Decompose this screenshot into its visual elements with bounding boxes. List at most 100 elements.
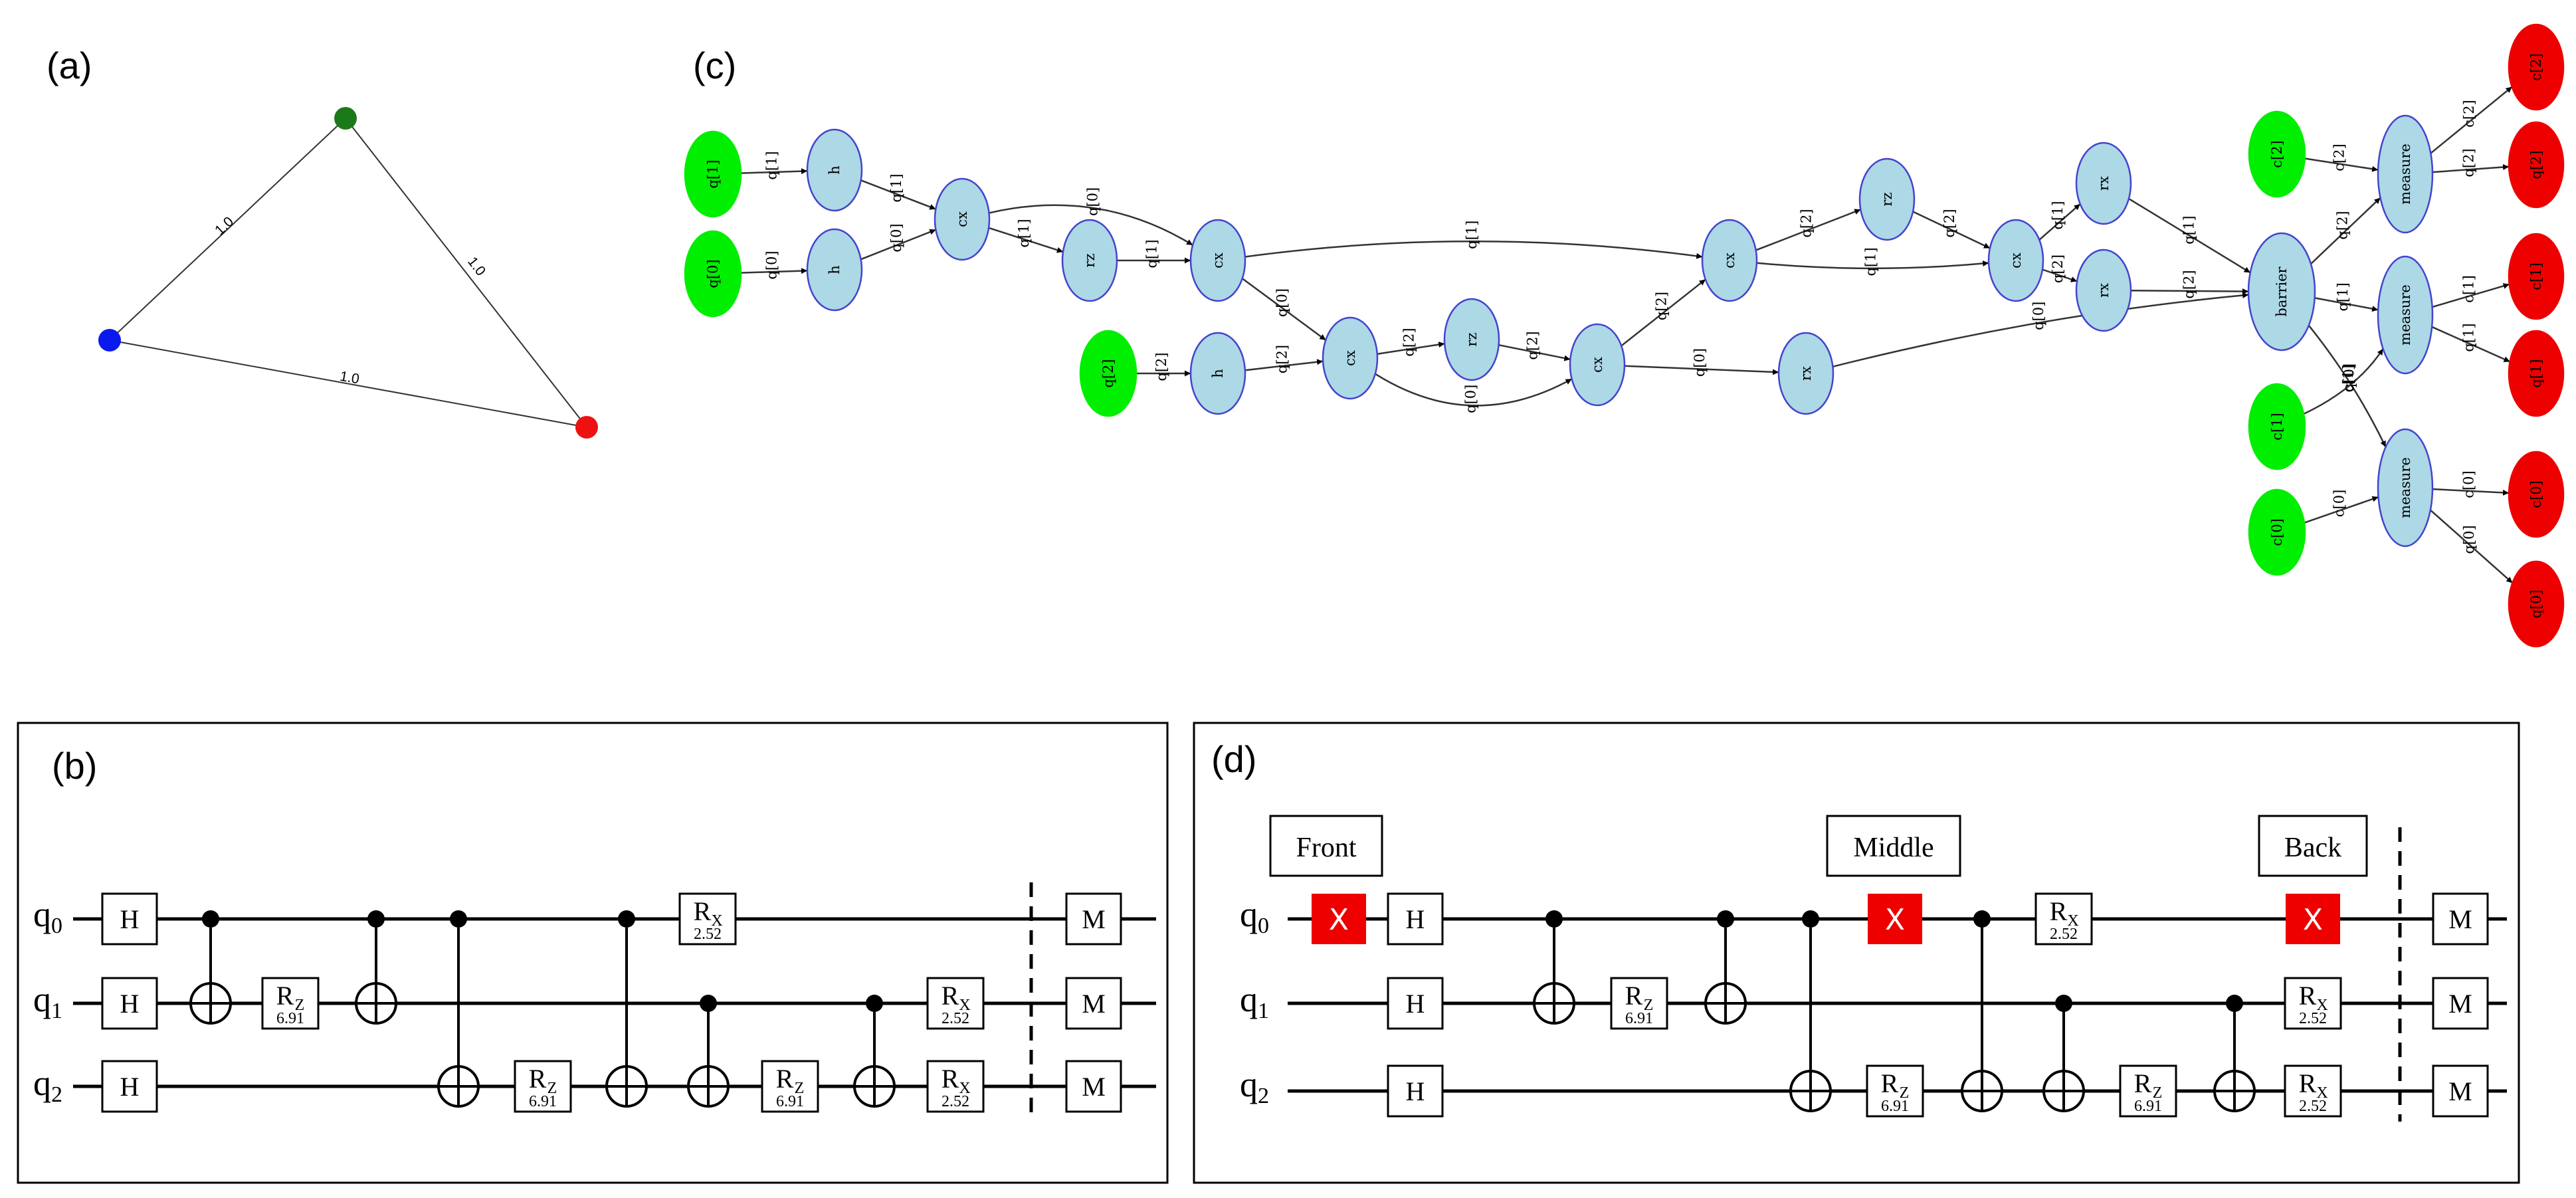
dag-edge: q[2] [2042, 254, 2078, 283]
x-error-label: X [1329, 903, 1349, 937]
dag-node-label: h [827, 265, 842, 274]
gate-subscript: Z [2153, 1084, 2163, 1102]
gate-angle: 2.52 [2299, 1098, 2327, 1115]
dag-edge: q[2] [1755, 209, 1861, 251]
dag-node-m2: measure [2377, 114, 2434, 234]
gate-label: R [1881, 1068, 1899, 1098]
dag-edge-label: q[2] [2050, 254, 2066, 283]
dag-node-out_c1: c[1] [2508, 233, 2565, 320]
cnot-gate [2213, 995, 2256, 1112]
gate-label: H [1406, 904, 1425, 934]
dag-edge: q[2] [1136, 352, 1191, 381]
graph-node-blue [98, 329, 121, 351]
dag-node-label: cx [2008, 252, 2024, 268]
panel-b-frame [17, 722, 1169, 1184]
gate-label: H [1406, 989, 1425, 1019]
dag-node-rz3: rz [1858, 157, 1916, 241]
dag-edge-label: c[1] [2340, 365, 2356, 393]
graph-node-red [575, 416, 598, 439]
dag-node-label: c[1] [2269, 413, 2285, 441]
dag-edge: q[1] [1117, 239, 1191, 268]
dag-node-rx0: rx [1777, 332, 1834, 415]
dag-node-label: measure [2397, 144, 2413, 205]
dag-edge-label: q[2] [1274, 345, 1290, 373]
cnot-gate [687, 995, 730, 1108]
graph-edge-1-2: 1.0 [109, 340, 587, 428]
dag-node-m1: measure [2377, 255, 2434, 375]
dag-node-label: measure [2397, 284, 2413, 346]
dag-edge-label: q[0] [1085, 187, 1101, 216]
dag-edge-label: c[2] [2331, 144, 2347, 171]
gate-angle: 2.52 [2299, 1010, 2327, 1027]
dag-node-rx2: rx [2075, 249, 2132, 332]
dag-node-h1: h [806, 128, 863, 212]
gate-subscript: Z [295, 997, 305, 1014]
panel-c-dag: q[1]q[0]q[1]q[0]q[0]q[1]q[1]q[2]q[2]q[0]… [684, 23, 2565, 648]
dag-node-label: c[2] [2269, 140, 2285, 168]
dag-edge: q[1] [2038, 201, 2081, 241]
region-front-box: Front [1269, 815, 1383, 877]
control-dot [618, 910, 635, 928]
dag-edge-label: q[2] [1654, 292, 1670, 320]
gate-subscript: X [959, 1080, 970, 1097]
dag-edge: c[2] [2430, 86, 2513, 154]
control-dot [450, 910, 467, 928]
dag-edge: q[2] [2432, 148, 2510, 177]
dag-node-label: c[0] [2269, 518, 2285, 546]
control-dot [367, 910, 385, 928]
x-error-label: X [1885, 903, 1905, 937]
dag-node-label: q[2] [1100, 359, 1116, 387]
dag-edge: q[1] [988, 219, 1064, 253]
dag-edge: q[2] [1377, 328, 1445, 357]
dag-edge-label: q[0] [2341, 363, 2357, 392]
dag-edge: q[1] [2314, 282, 2379, 312]
gate-label: R [2299, 1068, 2317, 1098]
dag-node-out_q1: q[1] [2508, 330, 2565, 417]
dag-node-label: h [1210, 369, 1226, 378]
gate-subscript: X [2067, 912, 2078, 930]
dag-edge-label: q[1] [2461, 323, 2477, 351]
dag-edge: c[1] [2303, 348, 2384, 415]
dag-edge: q[2] [2310, 197, 2381, 265]
gate-angle: 6.91 [2134, 1098, 2162, 1115]
dag-edge: q[2] [2130, 270, 2249, 299]
gate-subscript: X [2316, 1084, 2328, 1102]
dag-node-label: rz [1879, 192, 1895, 206]
dag-edge-label: q[2] [1401, 328, 1417, 356]
graph-edge-0-2: 1.0 [345, 118, 587, 428]
dag-node-label: q[1] [2528, 359, 2544, 387]
h-gate: M [1065, 1060, 1122, 1113]
dag-edges: q[1]q[0]q[1]q[0]q[0]q[1]q[1]q[2]q[2]q[0]… [740, 86, 2514, 584]
dag-node-rz1: rz [1061, 219, 1118, 302]
dag-edge-label: q[0] [1462, 385, 1478, 413]
dag-edge: q[2] [1621, 278, 1706, 347]
dag-node-cx5: cx [1701, 219, 1758, 302]
dag-node-out_c0: c[0] [2508, 450, 2565, 538]
dag-node-rz2: rz [1443, 298, 1500, 381]
gate-label: R [941, 1064, 959, 1094]
dag-node-label: rx [1798, 366, 1814, 381]
h-gate: M [1065, 892, 1122, 946]
h-gate: H [1387, 892, 1444, 946]
control-dot [700, 995, 717, 1012]
region-middle-box: Middle [1826, 815, 1961, 877]
dag-edge-label: q[2] [2335, 211, 2351, 239]
cnot-gate [437, 910, 480, 1108]
dag-node-label: cx [1342, 350, 1358, 366]
dag-edge: c[0] [2304, 490, 2379, 524]
panel-d-frame [1193, 722, 2520, 1184]
dag-edge: c[1] [2432, 275, 2510, 308]
dag-edge-label: q[1] [2050, 201, 2066, 229]
gate-angle: 6.91 [1625, 1010, 1653, 1027]
gate-angle: 2.52 [941, 1010, 969, 1027]
dag-node-in_c2: c[2] [2248, 110, 2306, 198]
region-front-label: Front [1296, 833, 1356, 863]
h-gate: H [1387, 1064, 1444, 1118]
dag-node-label: rz [1464, 332, 1480, 346]
